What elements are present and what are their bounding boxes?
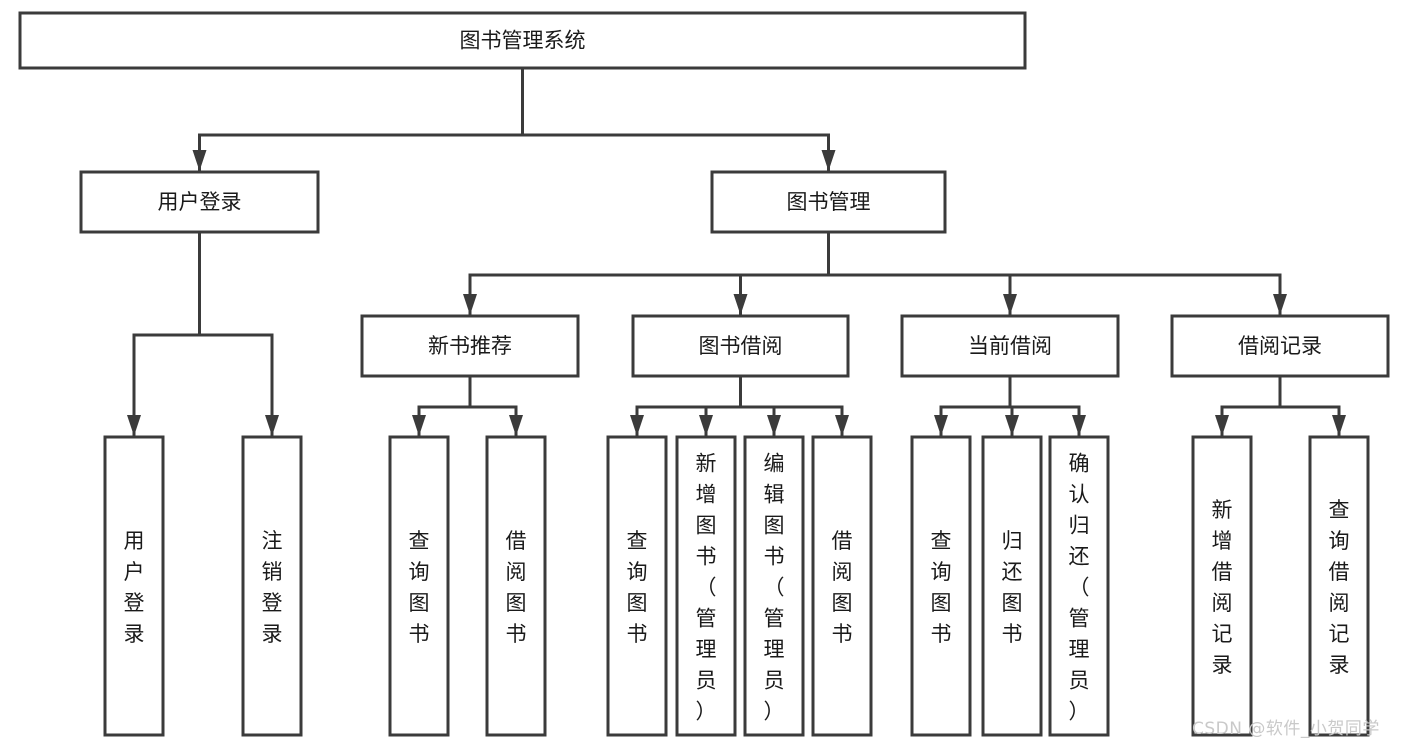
node-label-user-login: 用户登录 <box>158 190 242 214</box>
node-label-borrow-record: 借阅记录 <box>1238 334 1322 358</box>
node-box-current-borrow <box>900 314 1120 378</box>
arrow-head-icon <box>1215 415 1229 436</box>
node-box-user-login-do <box>103 435 165 737</box>
node-box-edit-book-admin <box>743 435 805 737</box>
arrow-head-icon <box>1273 294 1287 315</box>
node-confirm-return-admin[interactable]: 确认归还（管理员） <box>1048 435 1110 737</box>
node-box-user-login <box>79 170 320 234</box>
node-query-borrow-record[interactable]: 查询借阅记录 <box>1308 435 1370 737</box>
arrow-head-icon <box>821 150 836 171</box>
node-query-book-2[interactable]: 查询图书 <box>606 435 668 737</box>
node-box-borrow-record <box>1170 314 1390 378</box>
node-box-return-book <box>981 435 1043 737</box>
arrow-head-icon <box>127 415 141 436</box>
node-label-user-logout: 注销登录 <box>262 529 283 646</box>
node-label-edit-book-admin: 编辑图书（管理员） <box>764 452 785 724</box>
node-box-borrow-book-2 <box>811 435 873 737</box>
arrow-head-icon <box>1005 415 1019 436</box>
nodes-layer: 图书管理系统用户登录图书管理用户登录注销登录新书推荐查询图书借阅图书图书借阅查询… <box>18 11 1390 737</box>
node-borrow-book-1[interactable]: 借阅图书 <box>485 435 547 737</box>
arrow-head-icon <box>412 415 426 436</box>
node-label-book-management: 图书管理 <box>787 190 871 214</box>
node-label-root: 图书管理系统 <box>460 29 586 53</box>
arrow-head-icon <box>934 415 948 436</box>
node-box-query-borrow-record <box>1308 435 1370 737</box>
node-borrow-book-2[interactable]: 借阅图书 <box>811 435 873 737</box>
edges-layer <box>127 66 1346 438</box>
node-box-add-book-admin <box>675 435 737 737</box>
watermark-text: CSDN @软件_小贺同学 <box>1192 719 1380 739</box>
node-label-query-borrow-record: 查询借阅记录 <box>1329 498 1350 677</box>
node-book-management[interactable]: 图书管理 <box>710 170 947 234</box>
node-box-borrow-book-1 <box>485 435 547 737</box>
node-box-query-book-3 <box>910 435 972 737</box>
node-label-add-borrow-record: 新增借阅记录 <box>1212 498 1233 677</box>
node-add-borrow-record[interactable]: 新增借阅记录 <box>1191 435 1253 737</box>
node-box-book-management <box>710 170 947 234</box>
node-label-book-borrow: 图书借阅 <box>699 334 783 358</box>
node-borrow-record[interactable]: 借阅记录 <box>1170 314 1390 378</box>
node-box-add-borrow-record <box>1191 435 1253 737</box>
arrow-head-icon <box>630 415 644 436</box>
node-label-confirm-return-admin: 确认归还（管理员） <box>1069 452 1090 724</box>
node-edit-book-admin[interactable]: 编辑图书（管理员） <box>743 435 805 737</box>
node-box-query-book-2 <box>606 435 668 737</box>
node-label-new-book-recommend: 新书推荐 <box>428 334 512 358</box>
node-return-book[interactable]: 归还图书 <box>981 435 1043 737</box>
node-box-confirm-return-admin <box>1048 435 1110 737</box>
node-box-new-book-recommend <box>360 314 580 378</box>
node-label-query-book-2: 查询图书 <box>627 529 648 646</box>
arrow-head-icon <box>265 415 279 436</box>
arrow-head-icon <box>192 150 207 171</box>
arrow-head-icon <box>1332 415 1346 436</box>
node-label-add-book-admin: 新增图书（管理员） <box>696 452 717 724</box>
node-box-root <box>18 11 1027 70</box>
node-book-borrow[interactable]: 图书借阅 <box>631 314 850 378</box>
node-user-login-do[interactable]: 用户登录 <box>103 435 165 737</box>
node-add-book-admin[interactable]: 新增图书（管理员） <box>675 435 737 737</box>
node-current-borrow[interactable]: 当前借阅 <box>900 314 1120 378</box>
arrow-head-icon <box>463 294 477 315</box>
arrow-head-icon <box>1003 294 1017 315</box>
node-label-current-borrow: 当前借阅 <box>968 334 1052 358</box>
node-root[interactable]: 图书管理系统 <box>18 11 1027 70</box>
node-label-user-login-do: 用户登录 <box>124 529 145 646</box>
arrow-head-icon <box>699 415 713 436</box>
node-box-book-borrow <box>631 314 850 378</box>
node-box-query-book-1 <box>388 435 450 737</box>
node-query-book-3[interactable]: 查询图书 <box>910 435 972 737</box>
arrow-head-icon <box>509 415 523 436</box>
arrow-head-icon <box>733 294 748 315</box>
node-label-query-book-1: 查询图书 <box>409 529 430 646</box>
node-box-user-logout <box>241 435 303 737</box>
node-new-book-recommend[interactable]: 新书推荐 <box>360 314 580 378</box>
node-query-book-1[interactable]: 查询图书 <box>388 435 450 737</box>
arrow-head-icon <box>767 415 781 436</box>
node-label-borrow-book-1: 借阅图书 <box>506 529 527 646</box>
arrow-head-icon <box>835 415 849 436</box>
node-label-return-book: 归还图书 <box>1002 529 1023 646</box>
node-label-query-book-3: 查询图书 <box>931 529 952 646</box>
node-label-borrow-book-2: 借阅图书 <box>832 529 853 646</box>
node-user-logout[interactable]: 注销登录 <box>241 435 303 737</box>
arrow-head-icon <box>1072 415 1086 436</box>
node-user-login[interactable]: 用户登录 <box>79 170 320 234</box>
